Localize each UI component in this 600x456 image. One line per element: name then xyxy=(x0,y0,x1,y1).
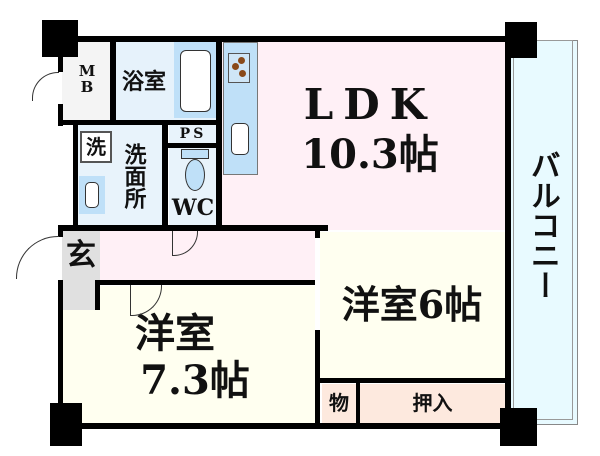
ps-label: PS xyxy=(179,125,207,142)
mb-door[interactable] xyxy=(32,72,59,101)
bathtub-basin xyxy=(180,50,211,112)
washroom-label: 洗面所 xyxy=(120,143,147,209)
sink-icon xyxy=(231,123,249,155)
western-room-1-name: 洋室 xyxy=(135,310,215,357)
washer-label: 洗 xyxy=(86,134,106,159)
hallway xyxy=(100,230,315,282)
western-room-2-label: 洋室6帖 xyxy=(341,282,483,328)
western-room-1-size: 7.3帖 xyxy=(140,357,250,404)
toilet-bowl xyxy=(185,159,205,191)
storage-label: 物 xyxy=(329,390,349,415)
ps-space xyxy=(169,125,217,143)
ldk-name: LDK xyxy=(303,79,437,129)
balcony-label: バルコニー xyxy=(524,150,560,300)
wc-label: WC xyxy=(171,195,215,222)
storage xyxy=(322,384,356,423)
wash-basin xyxy=(79,176,105,214)
entrance-door[interactable] xyxy=(16,236,59,279)
western-room-1 xyxy=(62,286,315,423)
toilet-tank xyxy=(181,149,209,159)
balcony-rail xyxy=(513,40,573,420)
washer-space xyxy=(80,131,112,163)
ldk-size: 10.3帖 xyxy=(301,131,439,178)
closet xyxy=(360,384,505,423)
ldk-room xyxy=(218,42,505,230)
entrance-label: 玄 xyxy=(66,238,96,274)
western-room-2 xyxy=(320,232,505,380)
mb-label: MB xyxy=(78,62,96,96)
closet-label: 押入 xyxy=(412,390,453,415)
stove-icon xyxy=(228,53,250,83)
bath-label: 浴室 xyxy=(121,69,166,96)
